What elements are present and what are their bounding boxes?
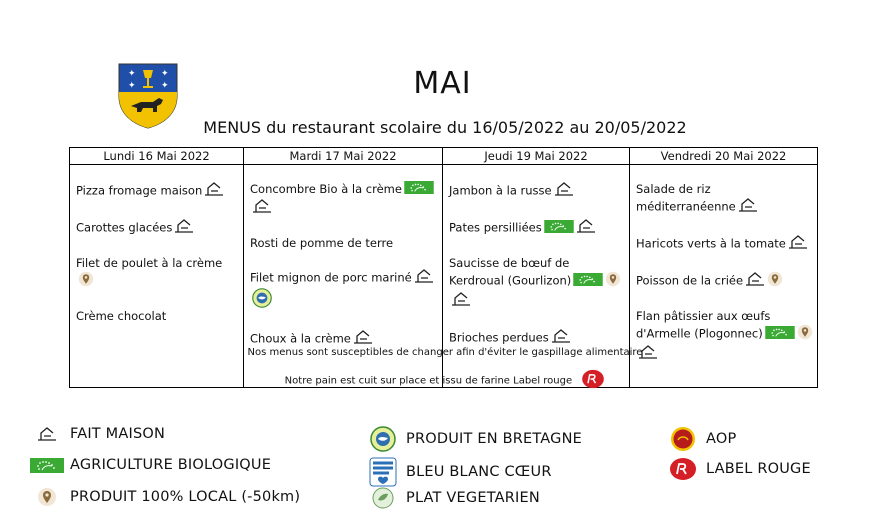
- menu-item-text: Salade de riz méditerranéenne: [636, 182, 736, 214]
- legend-fait-maison: FAIT MAISON: [30, 426, 165, 442]
- day-header: Mardi 17 Mai 2022: [243, 147, 443, 165]
- legend-label: PRODUIT 100% LOCAL (-50km): [70, 489, 301, 505]
- bretagne-icon: [366, 426, 400, 452]
- menu-item: Rosti de pomme de terre: [250, 235, 438, 251]
- menu-item: Choux à la crème: [250, 329, 438, 349]
- organic-leaf-icon: [764, 325, 795, 342]
- house-icon: [638, 345, 658, 363]
- menu-item-text: Concombre Bio à la crème: [250, 182, 402, 196]
- organic-leaf-icon: [404, 181, 434, 197]
- day-header: Vendredi 20 Mai 2022: [629, 147, 818, 165]
- page-title: MAI: [413, 66, 472, 101]
- aop-icon: [666, 426, 700, 452]
- house-icon: [745, 272, 765, 290]
- menu-item: Saucisse de bœuf de Kerdroual (Gourlizon…: [449, 255, 625, 311]
- house-icon: [353, 330, 373, 348]
- location-pin-icon: [605, 271, 621, 290]
- house-icon: [174, 219, 194, 237]
- legend-label: AGRICULTURE BIOLOGIQUE: [70, 457, 272, 473]
- organic-leaf-icon: [573, 272, 603, 289]
- menu-item-text: Crème chocolat: [76, 309, 167, 323]
- menu-item-text: Carottes glacées: [76, 220, 173, 235]
- house-icon: [551, 329, 571, 347]
- menu-item: Carottes glacées: [76, 218, 239, 238]
- legend-bretagne: PRODUIT EN BRETAGNE: [366, 426, 582, 452]
- bread-note: Notre pain est cuit sur place et issu de…: [140, 369, 750, 392]
- day-header: Lundi 16 Mai 2022: [69, 147, 244, 165]
- menu-item-text: Choux à la crème: [250, 331, 351, 346]
- menu-item: Brioches perdues: [449, 328, 625, 348]
- vegetarian-icon: [366, 487, 400, 509]
- house-icon: [738, 198, 758, 216]
- legend-label: PLAT VEGETARIEN: [406, 490, 540, 506]
- menu-item-text: Haricots verts à la tomate: [636, 236, 786, 251]
- legend-label: AOP: [706, 431, 737, 447]
- house-icon: [788, 235, 808, 253]
- legend-bio: AGRICULTURE BIOLOGIQUE: [30, 457, 271, 473]
- menu-item: Haricots verts à la tomate: [636, 234, 813, 254]
- bretagne-icon: [252, 288, 272, 311]
- bread-note-text: Notre pain est cuit sur place et issu de…: [284, 375, 573, 387]
- legend-bleu-blanc-coeur: BLEU BLANC CŒUR: [366, 457, 552, 487]
- legend-label: FAIT MAISON: [70, 426, 166, 442]
- menu-item: Pates persilliées: [449, 218, 625, 238]
- menu-item-text: Jambon à la russe: [449, 183, 552, 198]
- legend-vegetarien: PLAT VEGETARIEN: [366, 487, 540, 509]
- menu-item: Filet mignon de porc mariné: [250, 268, 438, 312]
- svg-text:✦: ✦: [161, 69, 169, 79]
- svg-text:✦: ✦: [128, 69, 136, 79]
- menu-table: Lundi 16 Mai 2022 Mardi 17 Mai 2022 Jeud…: [69, 147, 818, 388]
- legend-label: PRODUIT EN BRETAGNE: [406, 431, 582, 447]
- menu-item-text: Pates persilliées: [449, 220, 542, 235]
- house-icon: [576, 219, 596, 237]
- menu-item: Flan pâtissier aux œufs d'Armelle (Plogo…: [636, 308, 813, 364]
- house-icon: [252, 199, 272, 217]
- svg-text:✦: ✦: [128, 81, 136, 91]
- house-icon: [414, 269, 434, 287]
- location-pin-icon: [767, 271, 783, 290]
- house-icon: [554, 182, 574, 200]
- legend-local: PRODUIT 100% LOCAL (-50km): [30, 487, 300, 507]
- organic-leaf-icon: [30, 457, 64, 473]
- menu-item: Crème chocolat: [76, 308, 239, 324]
- house-icon: [30, 426, 64, 442]
- menu-item-text: Flan pâtissier aux œufs d'Armelle (Plogo…: [636, 309, 771, 341]
- label-rouge-icon: [666, 457, 700, 481]
- bleu-blanc-coeur-icon: [366, 457, 400, 487]
- menu-item: Jambon à la russe: [449, 181, 625, 201]
- location-pin-icon: [797, 324, 813, 343]
- menu-item-text: Filet mignon de porc mariné: [250, 270, 412, 285]
- svg-text:✦: ✦: [161, 81, 169, 91]
- legend-label: BLEU BLANC CŒUR: [406, 464, 552, 480]
- legend-label: LABEL ROUGE: [706, 461, 811, 477]
- waste-note: Nos menus sont susceptibles de changer a…: [247, 347, 643, 358]
- menu-item-text: Filet de poulet à la crème: [76, 256, 223, 270]
- day-header: Jeudi 19 Mai 2022: [442, 147, 630, 165]
- menu-item-text: Pizza fromage maison: [76, 183, 203, 198]
- legend-aop: AOP: [666, 426, 736, 452]
- menu-item: Pizza fromage maison: [76, 181, 239, 201]
- menu-item: Filet de poulet à la crème: [76, 255, 239, 291]
- menu-item: Concombre Bio à la crème: [250, 181, 438, 218]
- house-icon: [204, 182, 224, 200]
- menu-item: Salade de riz méditerranéenne: [636, 181, 813, 217]
- menu-item: Poisson de la criée: [636, 271, 813, 291]
- legend-label-rouge: LABEL ROUGE: [666, 457, 811, 481]
- location-pin-icon: [30, 487, 64, 507]
- menu-item-text: Saucisse de bœuf de Kerdroual (Gourlizon…: [449, 256, 572, 288]
- menu-item-text: Brioches perdues: [449, 330, 549, 345]
- house-icon: [451, 292, 471, 310]
- menu-item-text: Poisson de la criée: [636, 273, 744, 288]
- page-subtitle: MENUS du restaurant scolaire du 16/05/20…: [203, 118, 687, 137]
- location-pin-icon: [78, 271, 94, 290]
- label-rouge-icon: [581, 369, 605, 392]
- town-crest-logo: ✦ ✦ ✦ ✦: [118, 63, 178, 129]
- menu-item-text: Rosti de pomme de terre: [250, 236, 394, 250]
- organic-leaf-icon: [543, 219, 574, 236]
